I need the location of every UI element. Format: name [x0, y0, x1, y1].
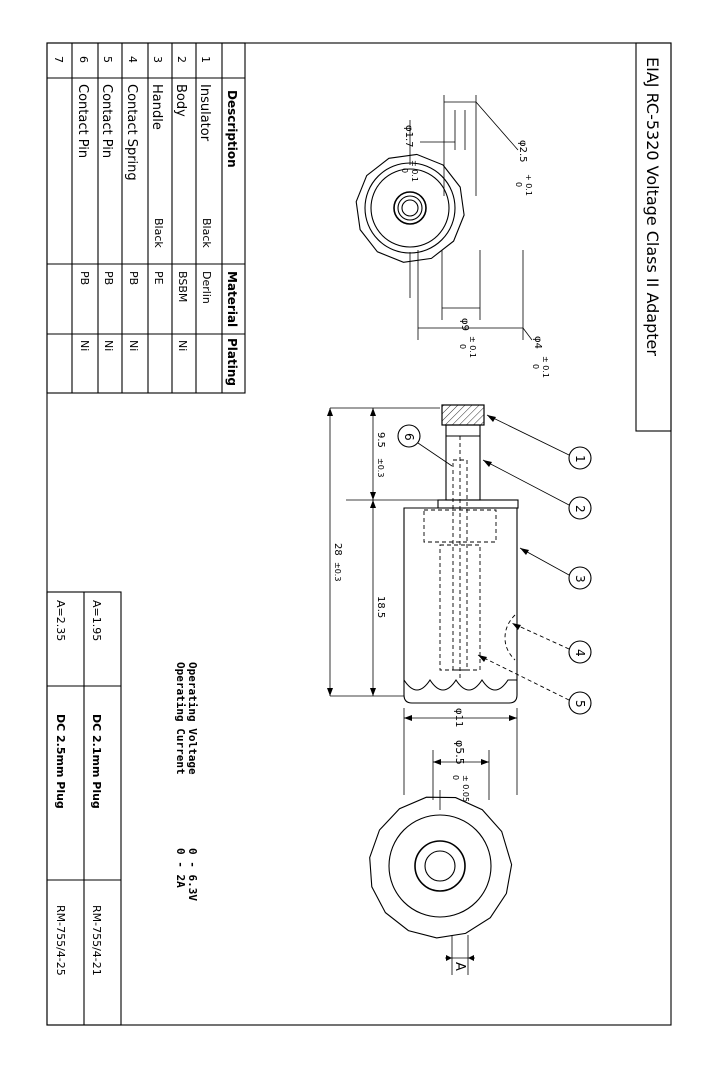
operating-current-label: Operating Current	[174, 662, 187, 775]
header-material: Material	[225, 271, 239, 327]
parts-table: Description Material Plating 1 Insulator…	[46, 42, 246, 394]
variants-table: A=1.95 DC 2.1mm Plug RM-755/4-21 A=2.35 …	[46, 591, 122, 1026]
dim-d9-tol-up: ± 0.1	[468, 336, 477, 358]
svg-text:6: 6	[402, 433, 416, 441]
dim-len-28: 28	[332, 543, 343, 556]
operating-voltage-label: Operating Voltage	[186, 662, 199, 775]
dim-d25: φ2.5	[517, 140, 528, 163]
row-no: 6	[77, 56, 90, 63]
dim-len-185: 18.5	[375, 596, 386, 618]
operating-current-value: 0 - 2A	[174, 848, 187, 888]
row-description: Contact Pin	[99, 84, 114, 158]
dim-d4-tol-dn: 0	[531, 364, 540, 369]
callout-5: 5	[477, 654, 592, 715]
dim-d11: φ11	[453, 708, 464, 727]
callout-3: 3	[519, 547, 592, 590]
row-plating: Ni	[176, 340, 189, 351]
row-plating: Ni	[78, 340, 91, 351]
row-color: Black	[200, 218, 213, 248]
insulator-tip	[441, 404, 485, 426]
svg-text:2: 2	[573, 505, 587, 513]
row-no: 5	[101, 56, 114, 63]
callout-1: 1	[486, 414, 592, 470]
row-material: BSBM	[176, 271, 189, 302]
dim-d9: φ9	[459, 318, 470, 331]
row-no: 3	[151, 56, 164, 63]
svg-text:1: 1	[573, 455, 587, 463]
dim-len-28-tol: ±0.3	[333, 562, 342, 581]
row-material: PB	[78, 271, 91, 285]
variant-part-no: RM-755/4-21	[90, 905, 103, 976]
dim-d9-tol-dn: 0	[458, 344, 467, 349]
callout-6: 6	[397, 424, 453, 467]
row-description: Handle	[149, 84, 164, 130]
dim-d17: φ1.7	[403, 125, 414, 148]
dim-d4-tol-up: ± 0.1	[541, 356, 550, 378]
row-no: 2	[175, 56, 188, 63]
dim-d25-tol-dn: 0	[514, 182, 523, 187]
drawing-title: EIAJ RC-5320 Voltage Class II Adapter	[643, 57, 662, 356]
variant-plug: DC 2.1mm Plug	[90, 714, 103, 809]
dim-d55: φ5.5	[453, 740, 466, 765]
dim-d17-tol-dn: 0	[400, 168, 409, 173]
row-material: PE	[152, 271, 165, 285]
row-description: Contact Pin	[75, 84, 90, 158]
dim-d25-tol-up: + 0.1	[524, 174, 533, 196]
row-description: Contact Spring	[124, 84, 139, 181]
dim-d4: φ4	[532, 336, 543, 349]
operating-specs: Operating Voltage 0 - 6.3V Operating Cur…	[174, 662, 199, 901]
row-no: 7	[52, 56, 65, 63]
side-view: 9.5 ±0.3 18.5 28 ±0.3 1 2 3 4	[327, 404, 592, 715]
header-description: Description	[225, 90, 239, 168]
variant-part-no: RM-755/4-25	[54, 905, 67, 976]
row-description: Body	[173, 84, 188, 117]
row-plating: Ni	[102, 340, 115, 351]
title-block: EIAJ RC-5320 Voltage Class II Adapter	[635, 42, 672, 432]
dim-d55-tol-dn: 0	[451, 775, 460, 780]
svg-text:5: 5	[573, 700, 587, 708]
row-material: Derlin	[200, 271, 213, 304]
end-view-insulator: φ2.5 + 0.1 0 φ1.7 ± 0.1 0 φ9 ± 0.1 0 φ4 …	[355, 95, 550, 378]
dim-len-95-tol: ±0.3	[376, 458, 385, 477]
svg-text:3: 3	[573, 575, 587, 583]
sheet-border	[46, 42, 672, 1026]
operating-voltage-value: 0 - 6.3V	[186, 848, 199, 901]
variant-plug: DC 2.5mm Plug	[54, 714, 67, 809]
row-no: 1	[199, 56, 212, 63]
row-color: Black	[152, 218, 165, 248]
row-no: 4	[126, 56, 139, 63]
svg-text:4: 4	[573, 649, 587, 657]
row-material: PB	[102, 271, 115, 285]
callout-2: 2	[482, 459, 592, 520]
dim-len-95: 9.5	[375, 432, 386, 448]
variant-a-value: A=1.95	[90, 600, 103, 641]
header-plating: Plating	[225, 338, 239, 386]
dim-d17-tol-up: ± 0.1	[410, 160, 419, 182]
variant-a-value: A=2.35	[54, 600, 67, 641]
row-material: PB	[127, 271, 140, 285]
dim-a: A	[452, 962, 467, 971]
dim-d55-tol-up: ± 0.05	[461, 775, 470, 802]
callout-4: 4	[511, 622, 592, 664]
row-plating: Ni	[127, 340, 140, 351]
end-view-plug: φ11 φ5.5 ± 0.05 0 A	[369, 708, 518, 975]
row-description: Insulator	[197, 84, 212, 142]
